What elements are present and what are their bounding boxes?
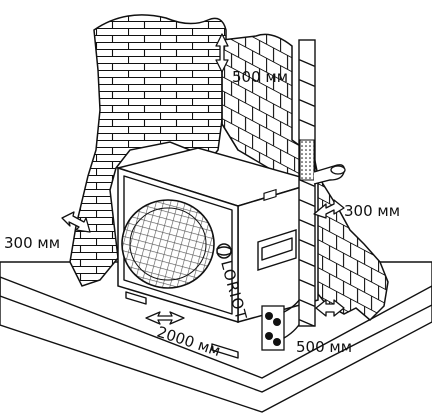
outdoor-unit: LORIOT	[115, 147, 321, 359]
left-clearance-label: 300 мм	[4, 234, 60, 252]
top-clearance-label: 500 мм	[232, 68, 288, 86]
unit-feet	[125, 291, 239, 359]
brand-logo-icon	[216, 243, 232, 259]
right-clearance-label: 300 мм	[344, 202, 400, 220]
fan-grille	[121, 199, 215, 289]
front-clearance-arrow-icon	[145, 311, 185, 325]
back-wall	[69, 14, 227, 287]
pipe-side-clearance-label: 500 мм	[296, 338, 352, 356]
top-clearance-arrow-icon	[215, 33, 229, 73]
left-clearance-arrow-icon	[61, 211, 91, 233]
clearance-arrows	[61, 33, 345, 325]
front-clearance-label: 2000 мм	[155, 323, 223, 360]
right-clearance-arrow-icon	[313, 199, 345, 219]
service-valves	[261, 295, 305, 351]
pipe-column	[298, 39, 346, 327]
pipe-side-clearance-arrow-icon	[315, 299, 345, 317]
